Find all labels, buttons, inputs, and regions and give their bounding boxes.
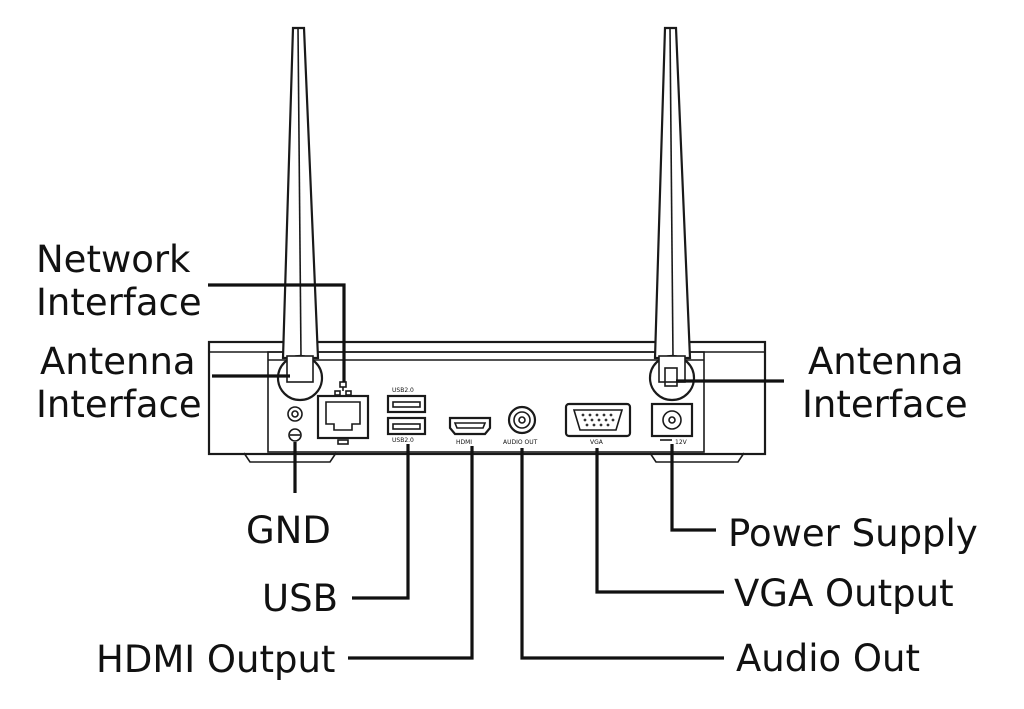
gnd-label: GND bbox=[246, 509, 331, 552]
audio-out-label: Audio Out bbox=[736, 637, 920, 680]
vga-port: VGA bbox=[564, 402, 632, 446]
left-foot bbox=[243, 452, 337, 463]
hdmi-output-label: HDMI Output bbox=[96, 638, 335, 681]
usb-ports: USB2.0 USB2.0 bbox=[386, 387, 427, 444]
antenna-interface-right-line1: Antenna bbox=[808, 340, 964, 383]
back-panel bbox=[267, 351, 705, 453]
audio-marking: AUDIO OUT bbox=[503, 439, 538, 446]
leader-lines bbox=[208, 283, 784, 660]
rj45-port bbox=[316, 381, 370, 445]
housing bbox=[207, 340, 767, 456]
leader-audio bbox=[520, 448, 724, 660]
antenna-interface-left-line1: Antenna bbox=[40, 340, 196, 383]
leader-hdmi bbox=[348, 446, 474, 660]
antenna-right bbox=[648, 26, 696, 402]
antenna-interface-right-line2: Interface bbox=[802, 383, 968, 426]
leader-power bbox=[670, 444, 716, 532]
usb-label: USB bbox=[262, 577, 338, 620]
hdmi-port: HDMI bbox=[448, 416, 492, 446]
network-interface-label-line2: Interface bbox=[36, 281, 202, 324]
power-port: 12V bbox=[650, 402, 694, 446]
power-supply-label: Power Supply bbox=[728, 512, 978, 555]
hdmi-marking: HDMI bbox=[456, 439, 472, 446]
antenna-left bbox=[276, 26, 324, 402]
network-interface-label-line1: Network bbox=[36, 238, 191, 281]
gnd-terminal bbox=[287, 406, 303, 442]
leader-vga bbox=[595, 448, 724, 594]
vga-output-label: VGA Output bbox=[734, 572, 954, 615]
right-foot bbox=[649, 452, 745, 463]
leader-network bbox=[208, 283, 346, 382]
vga-marking: VGA bbox=[590, 439, 604, 446]
usb-top-marking: USB2.0 bbox=[392, 387, 414, 394]
power-marking: 12V bbox=[675, 439, 688, 446]
audio-port: AUDIO OUT bbox=[503, 405, 538, 446]
leader-usb bbox=[352, 444, 410, 600]
usb-bottom-marking: USB2.0 bbox=[392, 437, 414, 444]
antenna-interface-left-line2: Interface bbox=[36, 383, 202, 426]
